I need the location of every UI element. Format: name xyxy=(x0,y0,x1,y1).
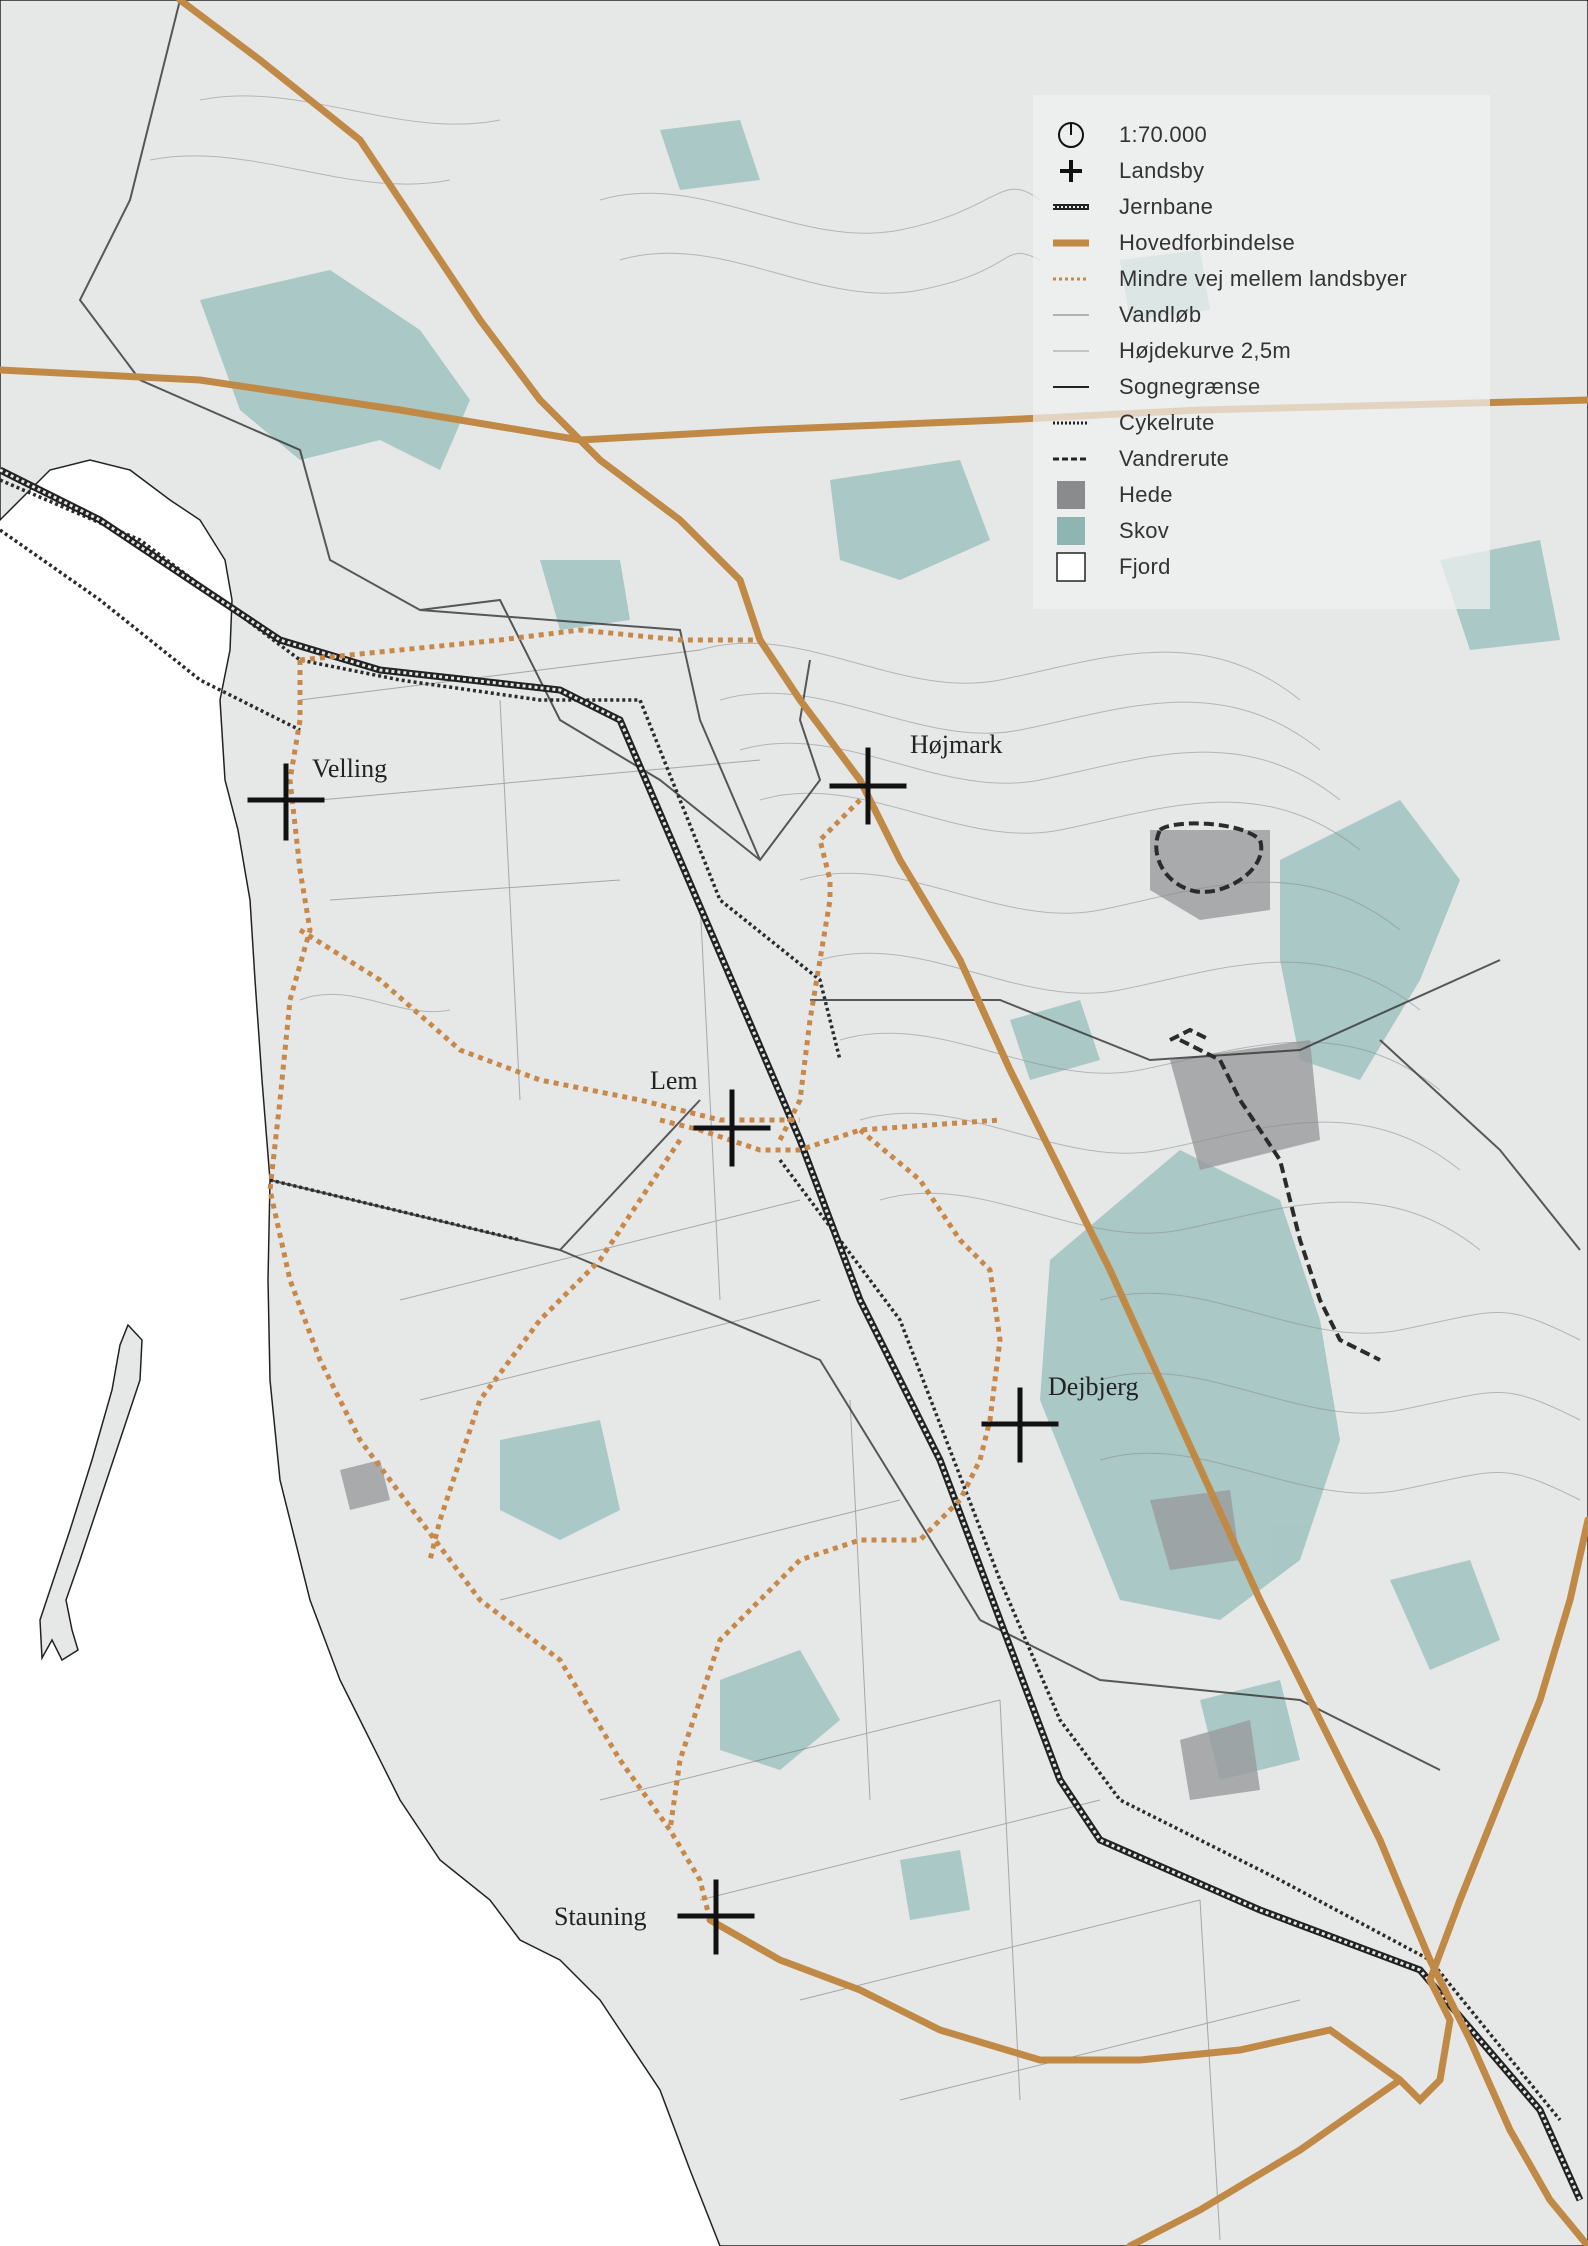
heath-swatch-icon xyxy=(1053,477,1089,513)
hiking-routes xyxy=(1154,821,1381,1362)
map-legend: 1:70.000 Landsby Jernbane Hovedforbindel… xyxy=(1033,95,1490,609)
village-cross-stauning xyxy=(677,1879,755,1955)
village-label-hojmark: Højmark xyxy=(910,730,1003,759)
legend-item-skov: Skov xyxy=(1053,513,1169,549)
forest-swatch-icon xyxy=(1053,513,1089,549)
village-cross-hojmark xyxy=(829,747,907,825)
railway xyxy=(0,466,1584,2202)
village-cross-lem xyxy=(693,1089,771,1167)
minor-roads xyxy=(267,627,1003,1921)
legend-item-vandlob: Vandløb xyxy=(1053,297,1201,333)
legend-item-landsby: Landsby xyxy=(1053,153,1204,189)
village-markers xyxy=(247,747,1059,1955)
north-scale-icon xyxy=(1053,117,1089,153)
village-label-lem: Lem xyxy=(650,1066,698,1095)
legend-item-hovedforbindelse: Hovedforbindelse xyxy=(1053,225,1295,261)
village-label-dejbjerg: Dejbjerg xyxy=(1048,1372,1139,1401)
railway-line-icon xyxy=(1053,189,1089,225)
legend-item-mindre-vej: Mindre vej mellem landsbyer xyxy=(1053,261,1407,297)
hiking-route-icon xyxy=(1053,441,1089,477)
fjord-swatch-icon xyxy=(1053,549,1089,585)
legend-item-vandrerute: Vandrerute xyxy=(1053,441,1229,477)
parish-borders xyxy=(78,0,1581,1771)
forest-areas xyxy=(200,120,1560,1920)
stream-line-icon xyxy=(1053,297,1089,333)
cross-icon xyxy=(1053,153,1089,189)
parish-border-icon xyxy=(1053,369,1089,405)
legend-item-hojdekurve: Højdekurve 2,5m xyxy=(1053,333,1291,369)
island xyxy=(39,1323,143,1662)
bike-route-icon xyxy=(1053,405,1089,441)
legend-item-fjord: Fjord xyxy=(1053,549,1171,585)
legend-scale-label: 1:70.000 xyxy=(1119,122,1208,147)
legend-item-jernbane: Jernbane xyxy=(1053,189,1213,225)
legend-scale: 1:70.000 xyxy=(1053,117,1207,153)
village-label-stauning: Stauning xyxy=(554,1902,647,1931)
minor-road-dotted-icon xyxy=(1053,261,1089,297)
legend-item-cykelrute: Cykelrute xyxy=(1053,405,1215,441)
village-label-velling: Velling xyxy=(312,754,388,783)
legend-item-sognegraense: Sognegrænse xyxy=(1053,369,1261,405)
legend-item-hede: Hede xyxy=(1053,477,1173,513)
village-cross-velling xyxy=(247,763,325,841)
contour-line-icon xyxy=(1053,333,1089,369)
village-cross-dejbjerg xyxy=(981,1387,1059,1463)
field-boundaries xyxy=(299,649,1301,2241)
main-road-line-icon xyxy=(1053,225,1089,261)
